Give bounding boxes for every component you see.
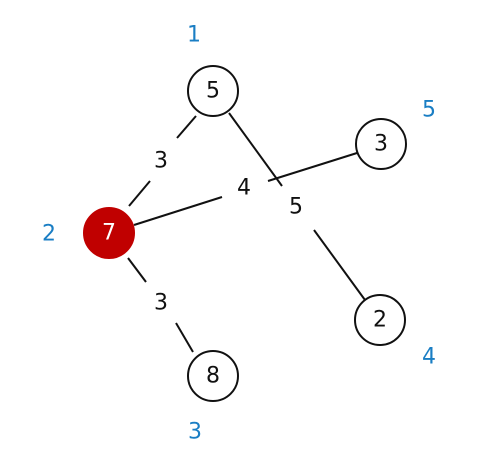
node-1-index: 1 — [187, 23, 201, 48]
edge-weights: 3 4 5 3 — [154, 149, 303, 316]
edge-2-3-segment-b — [175, 322, 194, 353]
node-2-value: 7 — [102, 221, 116, 246]
node-1[interactable]: 5 — [187, 65, 239, 117]
node-4-index: 4 — [422, 345, 436, 370]
node-3-index: 3 — [188, 420, 202, 445]
edge-1-2-segment-b — [128, 180, 151, 207]
edge-weight-2-5: 4 — [237, 176, 251, 201]
nodes: 5 7 8 2 3 — [83, 65, 407, 402]
edge-2-3-segment-a — [127, 257, 147, 283]
node-2-index: 2 — [42, 222, 56, 247]
edge-1-2-segment-a — [176, 115, 197, 139]
node-4[interactable]: 2 — [354, 294, 406, 346]
node-5[interactable]: 3 — [355, 118, 407, 170]
node-4-value: 2 — [373, 308, 387, 333]
node-5-index: 5 — [422, 98, 436, 123]
edge-1-4-segment-a — [228, 112, 283, 187]
node-3[interactable]: 8 — [187, 350, 239, 402]
edge-weight-1-4: 5 — [289, 195, 303, 220]
edge-2-5-segment-b — [267, 152, 358, 182]
edge-weight-2-3: 3 — [154, 291, 168, 316]
node-3-value: 8 — [206, 364, 220, 389]
edge-weight-1-2: 3 — [154, 149, 168, 174]
node-3-circle — [187, 350, 239, 402]
edge-1-4-segment-b — [313, 229, 366, 301]
node-2-circle — [83, 207, 135, 259]
node-5-value: 3 — [374, 132, 388, 157]
node-4-circle — [354, 294, 406, 346]
node-5-circle — [355, 118, 407, 170]
node-1-value: 5 — [206, 79, 220, 104]
node-2[interactable]: 7 — [83, 207, 135, 259]
node-1-circle — [187, 65, 239, 117]
edge-2-5-segment-a — [133, 196, 223, 226]
edges — [127, 112, 366, 353]
node-index-labels: 1 2 3 4 5 — [42, 23, 436, 445]
